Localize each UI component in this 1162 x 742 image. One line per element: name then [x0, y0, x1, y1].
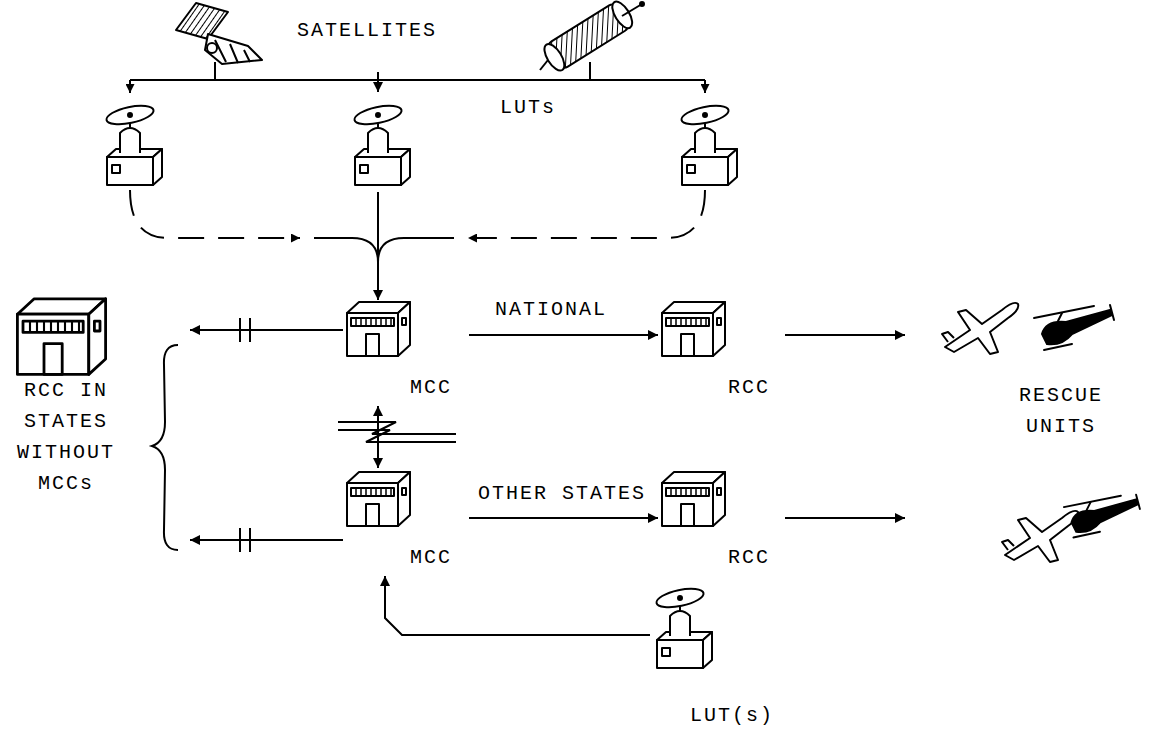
distribution-line — [130, 79, 705, 81]
distribution-line — [129, 80, 131, 93]
rescue-units: RESCUE UNITS — [905, 285, 1155, 560]
lut-station — [105, 102, 162, 185]
node-label: RCC — [728, 542, 782, 573]
brace — [152, 345, 178, 550]
connector-arrow — [190, 539, 343, 541]
distribution-line — [704, 80, 706, 93]
rcc-building — [17, 299, 105, 375]
aircraft-icon — [942, 303, 1018, 354]
satellite-icon — [176, 3, 262, 80]
merge-line — [314, 238, 454, 262]
node-label: SATELLITES — [297, 15, 497, 46]
rcc-building: RCC — [658, 468, 785, 576]
helicopter-icon — [1064, 495, 1140, 538]
node-label: MCC — [410, 542, 466, 573]
connector-arrow — [377, 406, 379, 468]
break-mark — [240, 318, 456, 552]
rcc-building: RCC — [658, 300, 785, 406]
node-label: RCC IN STATES WITHOUT MCCs — [10, 375, 122, 499]
connector-arrow — [469, 517, 658, 519]
rcc-building — [662, 302, 725, 356]
lut-station — [680, 102, 737, 185]
mcc-building — [347, 472, 410, 526]
lut-station — [353, 102, 410, 185]
satellite-icon — [540, 0, 644, 80]
helicopter-icon — [1034, 305, 1114, 350]
connector-arrow — [385, 576, 650, 635]
edge-label: OTHER STATES — [476, 482, 648, 506]
mcc-building: MCC — [343, 468, 469, 576]
satellites-group: SATELLITES — [160, 5, 720, 72]
lut-station: LUT(s) — [650, 578, 785, 734]
connector-arrow — [190, 329, 343, 331]
connector-arrow — [785, 517, 905, 519]
connector-arrow — [469, 334, 658, 336]
mcc-building — [347, 302, 410, 356]
mcc-building: MCC — [343, 300, 469, 406]
aircraft-icon — [1002, 511, 1078, 562]
rcc-building — [662, 472, 725, 526]
lut-station — [655, 585, 712, 668]
lut-group: LUTs — [95, 92, 755, 192]
rcc-building: RCC IN STATES WITHOUT MCCs — [5, 295, 190, 550]
connector-arrow — [377, 192, 379, 300]
node-label: LUTs — [500, 92, 600, 123]
dashed-link — [130, 190, 705, 238]
node-label: MCC — [410, 372, 466, 403]
connector-arrow — [377, 72, 379, 92]
node-label: RCC — [728, 372, 782, 403]
connector-arrow — [785, 334, 905, 336]
edge-label: NATIONAL — [493, 298, 609, 322]
node-label: LUT(s) — [690, 700, 782, 731]
node-label: RESCUE UNITS — [1005, 380, 1117, 442]
